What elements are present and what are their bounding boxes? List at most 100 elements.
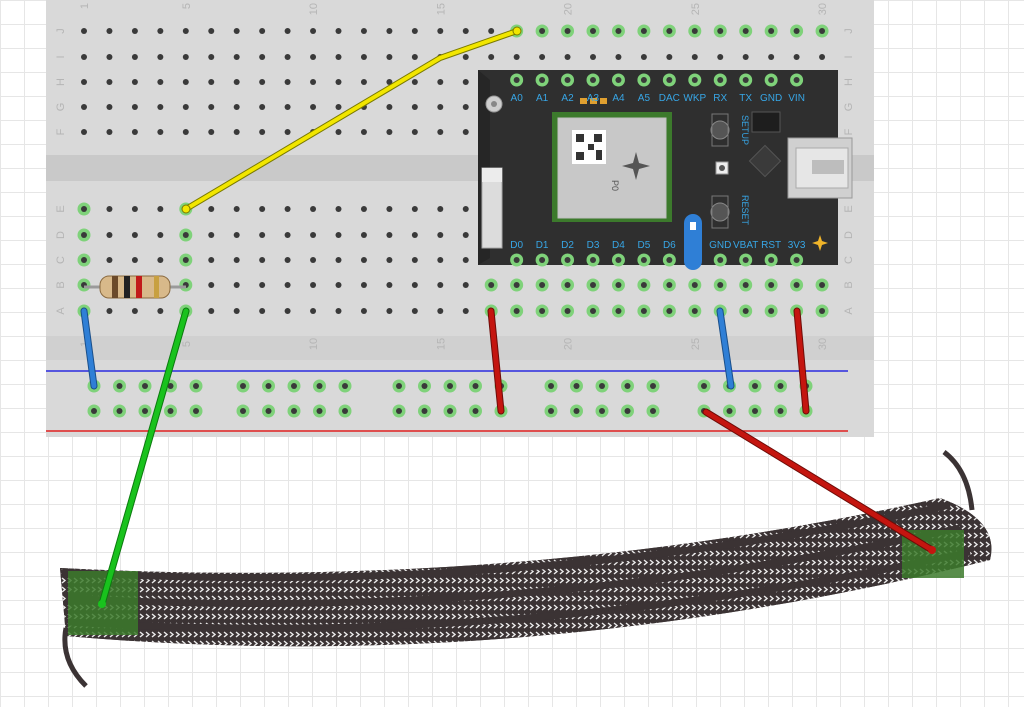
rail-hole bbox=[193, 383, 199, 389]
hole bbox=[208, 79, 215, 85]
hole bbox=[131, 104, 138, 110]
pin-label-bottom: D6 bbox=[663, 240, 676, 251]
hole bbox=[386, 206, 393, 212]
star-logo-icon bbox=[622, 152, 650, 180]
hole bbox=[182, 104, 189, 110]
hole bbox=[539, 308, 546, 314]
hole bbox=[157, 257, 164, 263]
row-letter: D bbox=[843, 231, 855, 239]
pin-label-top: RX bbox=[713, 93, 727, 104]
hole bbox=[564, 28, 571, 34]
row-letter: B bbox=[843, 281, 855, 288]
pin-label-top: A2 bbox=[561, 93, 574, 104]
rail-hole bbox=[447, 408, 453, 414]
wire-blue-right bbox=[717, 308, 734, 389]
pin-label-bottom: RST bbox=[761, 240, 781, 251]
hole bbox=[284, 206, 291, 212]
row-letter: J bbox=[843, 28, 855, 34]
module-label: P0 bbox=[610, 180, 620, 191]
row-letter: H bbox=[843, 78, 855, 86]
rail-hole bbox=[650, 408, 656, 414]
rail-hole bbox=[167, 408, 174, 414]
hole bbox=[768, 28, 775, 34]
pin-label-top: A5 bbox=[638, 93, 651, 104]
hole bbox=[233, 54, 240, 60]
hole bbox=[437, 129, 444, 135]
column-number-top: 25 bbox=[690, 3, 702, 15]
hole bbox=[310, 79, 317, 85]
rail-hole bbox=[777, 408, 784, 414]
row-letter: I bbox=[55, 55, 67, 58]
rail-hole bbox=[752, 408, 758, 414]
hole bbox=[259, 129, 266, 135]
hole bbox=[742, 308, 749, 314]
hole bbox=[386, 28, 393, 34]
hole bbox=[335, 206, 342, 212]
rail-hole bbox=[265, 408, 272, 414]
pin-label-bottom: D5 bbox=[638, 240, 651, 251]
hole bbox=[437, 308, 444, 314]
pin-label-bottom: 3V3 bbox=[788, 240, 806, 251]
hole bbox=[615, 308, 622, 314]
pin-label-top: A3 bbox=[587, 93, 600, 104]
rail-hole bbox=[396, 383, 402, 389]
hole bbox=[386, 129, 393, 135]
hole bbox=[310, 104, 317, 110]
hole bbox=[81, 79, 87, 85]
wire-red-right bbox=[794, 308, 809, 414]
hole bbox=[208, 308, 215, 314]
rail-hole bbox=[650, 383, 656, 389]
hole bbox=[615, 54, 622, 60]
setup-button[interactable] bbox=[710, 120, 730, 140]
hole bbox=[386, 282, 393, 288]
hole bbox=[259, 28, 266, 34]
hole bbox=[819, 282, 826, 288]
hole bbox=[411, 129, 418, 135]
hole bbox=[819, 28, 826, 34]
hole bbox=[488, 282, 495, 288]
hole bbox=[590, 282, 596, 288]
hole bbox=[386, 232, 393, 238]
wire-blue-left bbox=[81, 308, 97, 389]
hole bbox=[233, 282, 240, 288]
hole bbox=[208, 206, 215, 212]
rail-hole bbox=[240, 383, 246, 389]
hole bbox=[284, 257, 291, 263]
pin-label-bottom: D0 bbox=[510, 240, 523, 251]
pin-label-bottom: D2 bbox=[561, 240, 574, 251]
hole bbox=[182, 79, 189, 85]
hole bbox=[411, 308, 418, 314]
hole bbox=[106, 54, 113, 60]
hole bbox=[284, 232, 291, 238]
hole bbox=[284, 308, 291, 314]
pin-label-top: A4 bbox=[612, 93, 625, 104]
hole bbox=[310, 54, 317, 60]
hole bbox=[437, 28, 444, 34]
hole bbox=[284, 282, 291, 288]
reset-button[interactable] bbox=[710, 202, 730, 222]
row-letter: F bbox=[843, 128, 855, 135]
pin-label-bottom: D4 bbox=[612, 240, 625, 251]
hole bbox=[768, 282, 775, 288]
usb-connector-icon bbox=[787, 137, 853, 199]
hole bbox=[259, 54, 266, 60]
column-number-top: 10 bbox=[308, 3, 320, 15]
row-letter: G bbox=[843, 103, 855, 112]
rail-hole bbox=[599, 408, 605, 414]
column-number-bottom: 25 bbox=[690, 338, 702, 350]
hole bbox=[131, 257, 138, 263]
hole bbox=[233, 28, 240, 34]
hole bbox=[335, 257, 342, 263]
hole bbox=[81, 206, 87, 212]
hole bbox=[208, 28, 215, 34]
pin-label-top: DAC bbox=[659, 93, 680, 104]
hole bbox=[259, 282, 266, 288]
hole bbox=[106, 232, 113, 238]
hole bbox=[259, 232, 266, 238]
hole bbox=[539, 54, 546, 60]
hole bbox=[310, 257, 317, 263]
hole bbox=[411, 206, 418, 212]
wire-red-fabric bbox=[703, 409, 935, 553]
hole bbox=[717, 54, 724, 60]
